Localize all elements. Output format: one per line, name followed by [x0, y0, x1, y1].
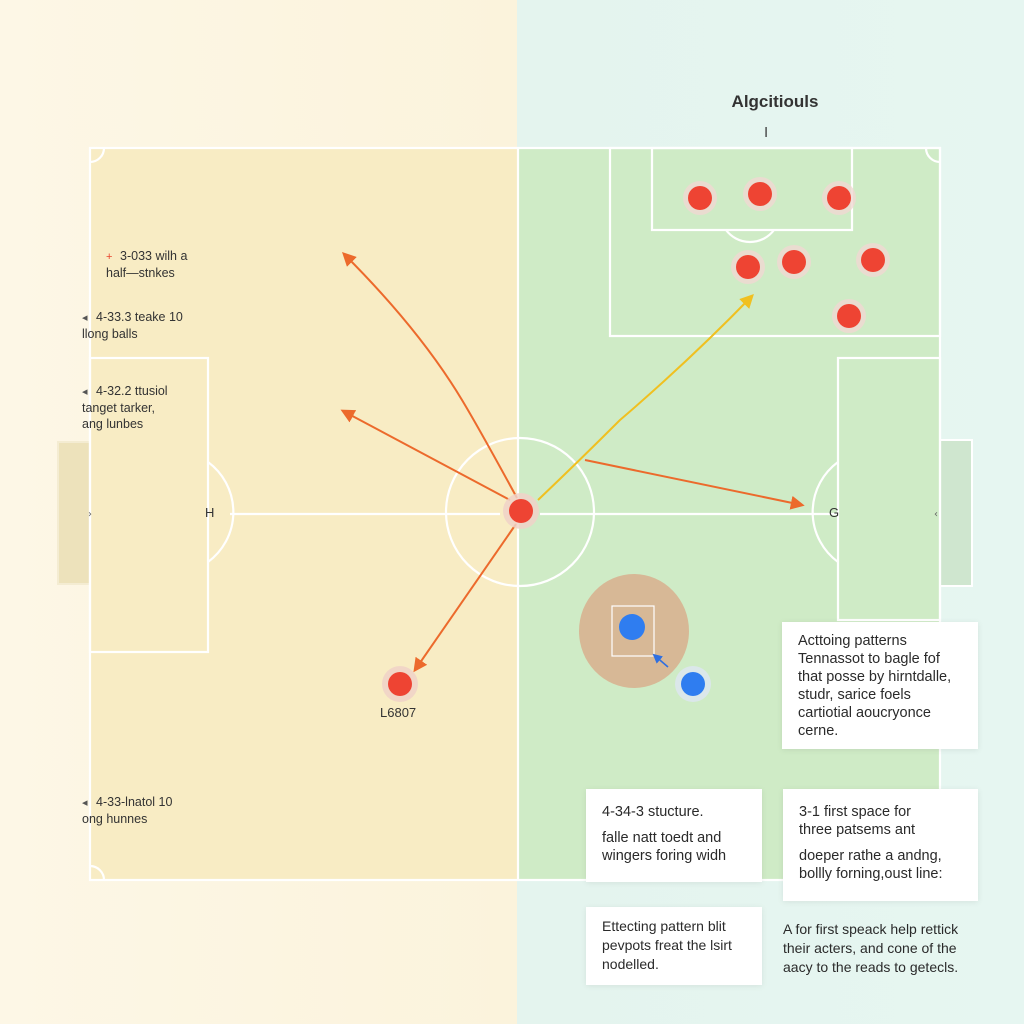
player-red-2 — [743, 177, 777, 211]
effecting-body: Ettecting pattern blit pevpots freat the… — [602, 918, 732, 972]
attacking-patterns-text: Acttoing patterns Tennassot to bagle fof… — [798, 633, 952, 739]
left-goal-letter: H — [205, 505, 215, 520]
player-label: L6807 — [380, 705, 417, 720]
player-blue-1 — [619, 614, 645, 640]
player-red-3 — [822, 181, 856, 215]
player-red-left — [382, 666, 418, 702]
red-plus-icon: + — [106, 251, 113, 263]
arrow-blue-short — [652, 653, 669, 668]
left-note-1: +3-033 wilh a half—stnkes — [106, 232, 187, 281]
arrow-right-switch — [584, 459, 805, 510]
player-red-7 — [832, 299, 866, 333]
arrow-long-ball-up — [342, 252, 518, 499]
blue-players — [619, 614, 711, 702]
structure-heading: 4-34-3 stucture. — [602, 804, 704, 820]
player-red-1 — [683, 181, 717, 215]
left-note-4-text: 4-33-lnatol 10 ong hunnes — [82, 795, 173, 826]
arrow-yellow-run — [537, 293, 754, 501]
first-space-card: 3-1 first space for three patsems ant do… — [783, 789, 978, 901]
right-goal — [939, 439, 973, 587]
attacking-patterns-card: Acttoing patterns Tennassot to bagle fof… — [782, 622, 978, 749]
player-red-4 — [731, 250, 765, 284]
arrow-left-icon: ◂ — [82, 386, 88, 398]
title-mark: I — [764, 124, 769, 141]
diagram-title: Algcitiouls — [731, 92, 819, 111]
arrow-down-left — [413, 523, 517, 673]
player-red-5 — [777, 245, 811, 279]
first-space-heading: 3-1 first space for three patsems ant — [799, 804, 916, 838]
svg-text:‹: ‹ — [934, 509, 938, 520]
player-blue-2 — [675, 666, 711, 702]
right-goal-letter: G — [829, 505, 840, 520]
left-note-1-text: 3-033 wilh a half—stnkes — [106, 249, 188, 280]
player-red-center — [503, 493, 539, 529]
structure-card: 4-34-3 stucture. falle natt toedt and wi… — [586, 789, 762, 882]
left-note-2: ◂4-33.3 teake 10 llong balls — [82, 293, 183, 342]
left-goal — [57, 441, 91, 585]
first-speak-note: A for first speack help rettick their ac… — [783, 921, 959, 975]
structure-body: falle natt toedt and wingers foring widh — [602, 830, 727, 864]
arrow-left-icon: ◂ — [82, 797, 88, 809]
player-red-6 — [856, 243, 890, 277]
effecting-card: Ettecting pattern blit pevpots freat the… — [586, 907, 762, 985]
arrow-left-icon: ◂ — [82, 312, 88, 324]
first-space-body: doeper rathe a andng, bollly forning,ous… — [799, 848, 943, 882]
red-players — [382, 177, 890, 702]
left-note-4: ◂4-33-lnatol 10 ong hunnes — [82, 778, 172, 827]
svg-text:›: › — [88, 509, 92, 520]
left-note-3-text: 4-32.2 ttusiol tanget tarker, ang lunbes — [82, 384, 168, 431]
left-note-3: ◂4-32.2 ttusiol tanget tarker, ang lunbe… — [82, 367, 168, 432]
left-note-2-text: 4-33.3 teake 10 llong balls — [82, 310, 183, 341]
arrow-diagonal-left — [340, 409, 511, 501]
